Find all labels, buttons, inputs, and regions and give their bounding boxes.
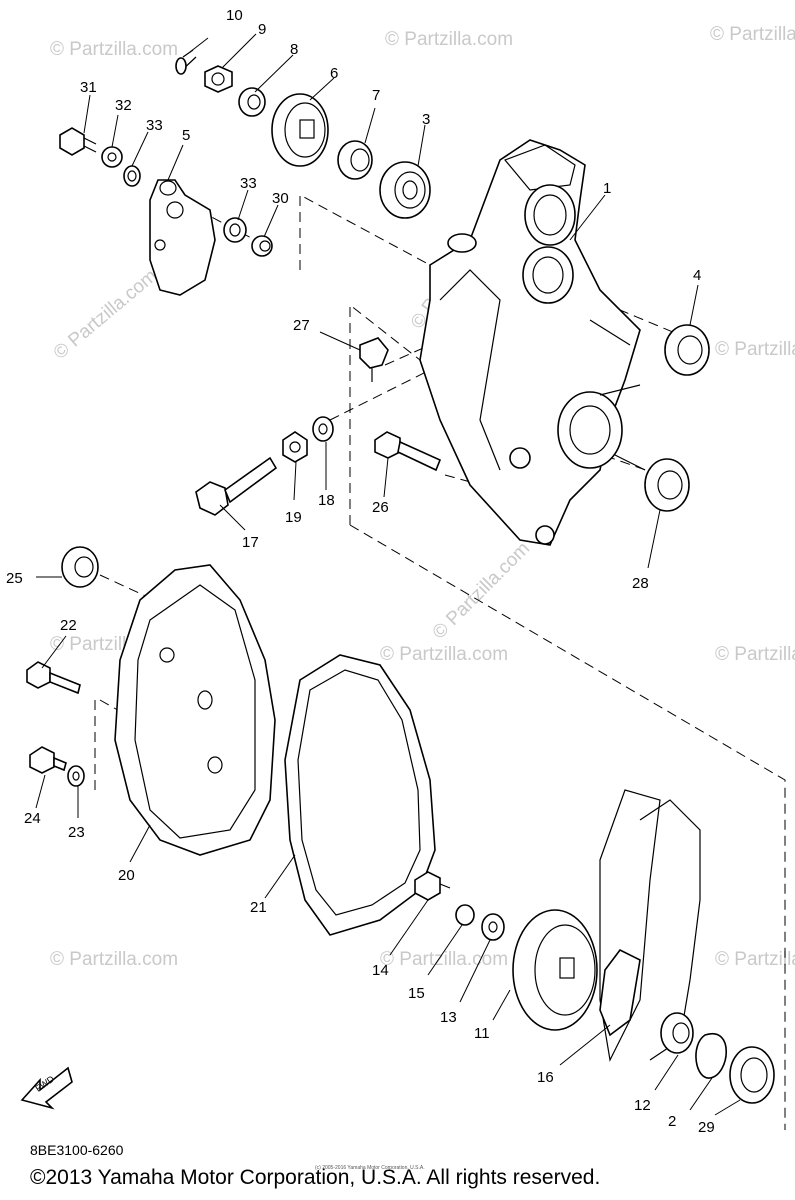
- callout-33b: 33: [240, 175, 257, 192]
- part-code: 8BE3100-6260: [30, 1142, 124, 1158]
- svg-text:© Partzilla.com: © Partzilla.com: [50, 265, 162, 363]
- callout-3: 3: [422, 111, 430, 128]
- callout-25: 25: [6, 570, 23, 587]
- svg-text:© Partzilla.com: © Partzilla.com: [715, 339, 795, 360]
- svg-text:© Partzilla.com: © Partzilla.com: [50, 39, 178, 60]
- washer-33b: [223, 217, 247, 243]
- bolt-26: [374, 431, 442, 472]
- callout-28: 28: [632, 575, 649, 592]
- bearing-3: [379, 161, 431, 219]
- callout-4: 4: [693, 267, 701, 284]
- callout-18: 18: [318, 492, 335, 509]
- bolt-17: [195, 456, 278, 516]
- pin-10: [175, 49, 197, 75]
- callout-14: 14: [372, 962, 389, 979]
- callout-16: 16: [537, 1069, 554, 1086]
- callout-9: 9: [258, 21, 266, 38]
- callout-31: 31: [80, 79, 97, 96]
- callout-15: 15: [408, 985, 425, 1002]
- callout-32: 32: [115, 97, 132, 114]
- main-housing: [419, 139, 646, 546]
- bolt-14: [414, 871, 451, 901]
- washer-15: [455, 904, 475, 926]
- fine-print: (c) 2005-2016 Yamaha Motor Corporation, …: [315, 1165, 425, 1171]
- bearing-29: [729, 1046, 775, 1104]
- callout-5: 5: [182, 127, 190, 144]
- collar-12: [660, 1012, 694, 1054]
- callout-26: 26: [372, 499, 389, 516]
- leader-lines: [35, 33, 741, 1116]
- svg-text:© Partzilla.com: © Partzilla.com: [50, 949, 178, 970]
- fwd-arrow: FWD: [20, 1066, 73, 1110]
- nut-19: [282, 431, 308, 463]
- callout-17: 17: [242, 534, 259, 551]
- callout-23: 23: [68, 824, 85, 841]
- washer-18: [312, 416, 334, 442]
- callout-10: 10: [226, 7, 243, 24]
- callout-12: 12: [634, 1097, 651, 1114]
- callout-33a: 33: [146, 117, 163, 134]
- washer-32: [101, 146, 123, 168]
- parts-diagram: © Partzilla.com © Partzilla.com © Partzi…: [6, 7, 795, 1136]
- callout-20: 20: [118, 867, 135, 884]
- collar-30: [251, 235, 273, 257]
- sprocket-11: [512, 909, 598, 1031]
- callout-numbers: 10 9 8 6 7 3 31 32 33 5 33 30 1 4 27 18 …: [6, 7, 715, 1136]
- callout-22: 22: [60, 617, 77, 634]
- bolt-31: [59, 127, 97, 156]
- nut-9: [204, 65, 233, 93]
- washer-23: [67, 765, 85, 787]
- callout-21: 21: [250, 899, 267, 916]
- callout-27: 27: [293, 317, 310, 334]
- callout-1: 1: [603, 180, 611, 197]
- sprocket-6: [271, 93, 329, 167]
- callout-8: 8: [290, 41, 298, 58]
- svg-text:© Partzilla.com: © Partzilla.com: [710, 24, 795, 45]
- circlip-2: [695, 1032, 727, 1079]
- collar-7: [337, 140, 373, 180]
- callout-7: 7: [372, 87, 380, 104]
- cover-20: [114, 564, 276, 856]
- bolt-24: [29, 746, 67, 774]
- callout-6: 6: [330, 65, 338, 82]
- washer-13: [481, 913, 505, 941]
- callout-19: 19: [285, 509, 302, 526]
- svg-text:© Partzilla.com: © Partzilla.com: [715, 949, 795, 970]
- callout-13: 13: [440, 1009, 457, 1026]
- callout-11: 11: [474, 1025, 490, 1042]
- svg-text:© Partzilla.com: © Partzilla.com: [715, 644, 795, 665]
- washer-8: [238, 87, 266, 117]
- gasket-21: [284, 654, 436, 936]
- bolt-22: [26, 661, 81, 695]
- lockwasher-33a: [123, 165, 141, 187]
- tensioner-5: [149, 179, 216, 296]
- svg-text:© Partzilla.com: © Partzilla.com: [380, 644, 508, 665]
- oil-seal-28: [644, 458, 690, 512]
- callout-24: 24: [24, 810, 41, 827]
- callout-2: 2: [668, 1113, 676, 1130]
- callout-29: 29: [698, 1119, 715, 1136]
- svg-text:© Partzilla.com: © Partzilla.com: [385, 29, 513, 50]
- seal-25: [61, 546, 99, 588]
- oil-seal-4: [664, 324, 710, 376]
- callout-30: 30: [272, 190, 289, 207]
- nipple-27: [359, 337, 389, 382]
- svg-text:© Partzilla.com: © Partzilla.com: [429, 538, 534, 643]
- copyright-notice: ©2013 Yamaha Motor Corporation, U.S.A. A…: [30, 1166, 601, 1189]
- svg-text:© Partzilla.com: © Partzilla.com: [380, 949, 508, 970]
